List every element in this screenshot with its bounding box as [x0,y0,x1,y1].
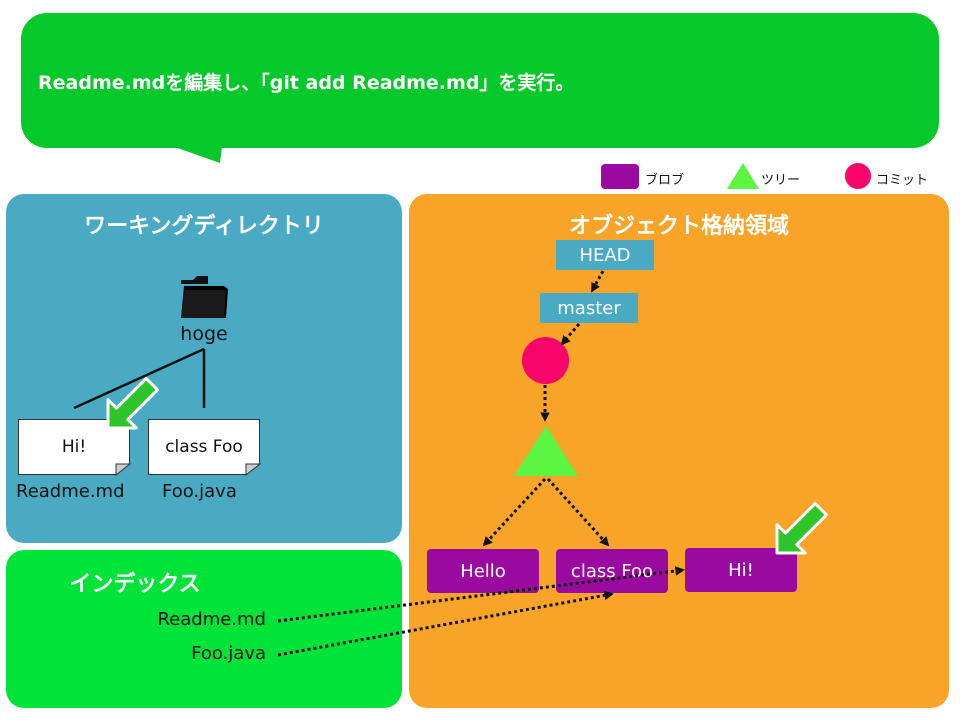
object-store-panel [409,194,949,708]
blob-hello: Hello [427,549,539,593]
legend-blob-swatch [601,164,639,189]
folder-icon [181,276,228,318]
blob-class-foo: class Foo [556,549,668,593]
master-ref: master [540,293,638,323]
readme-file-name: Readme.md [16,481,125,502]
legend-tree-label: ツリー [761,173,801,188]
foo-file-card: class Foo [148,419,260,475]
legend-tree-swatch [727,163,759,189]
tree-node [514,426,578,476]
index-title: インデックス [69,572,201,597]
index-entry-foo: Foo.java [191,643,266,664]
instruction-text: Readme.mdを編集し、「git add Readme.md」を実行。 [38,72,575,94]
legend-commit-swatch [845,163,871,189]
foo-file-name: Foo.java [162,481,237,502]
folder-name: hoge [180,323,228,345]
index-entry-readme: Readme.md [157,609,266,630]
object-store-title: オブジェクト格納領域 [568,214,789,239]
foo-file-content: class Foo [165,437,243,457]
readme-file-content: Hi! [61,437,87,457]
legend-commit-label: コミット [876,173,929,188]
instruction-bubble [21,13,939,148]
working-directory-title: ワーキングディレクトリ [84,214,324,239]
commit-node [522,337,569,384]
head-ref: HEAD [556,240,654,270]
bubble-tail [172,146,222,163]
legend-blob-label: ブロブ [645,173,685,188]
file-card-folds [115,463,262,477]
blob-hi: Hi! [685,548,797,592]
